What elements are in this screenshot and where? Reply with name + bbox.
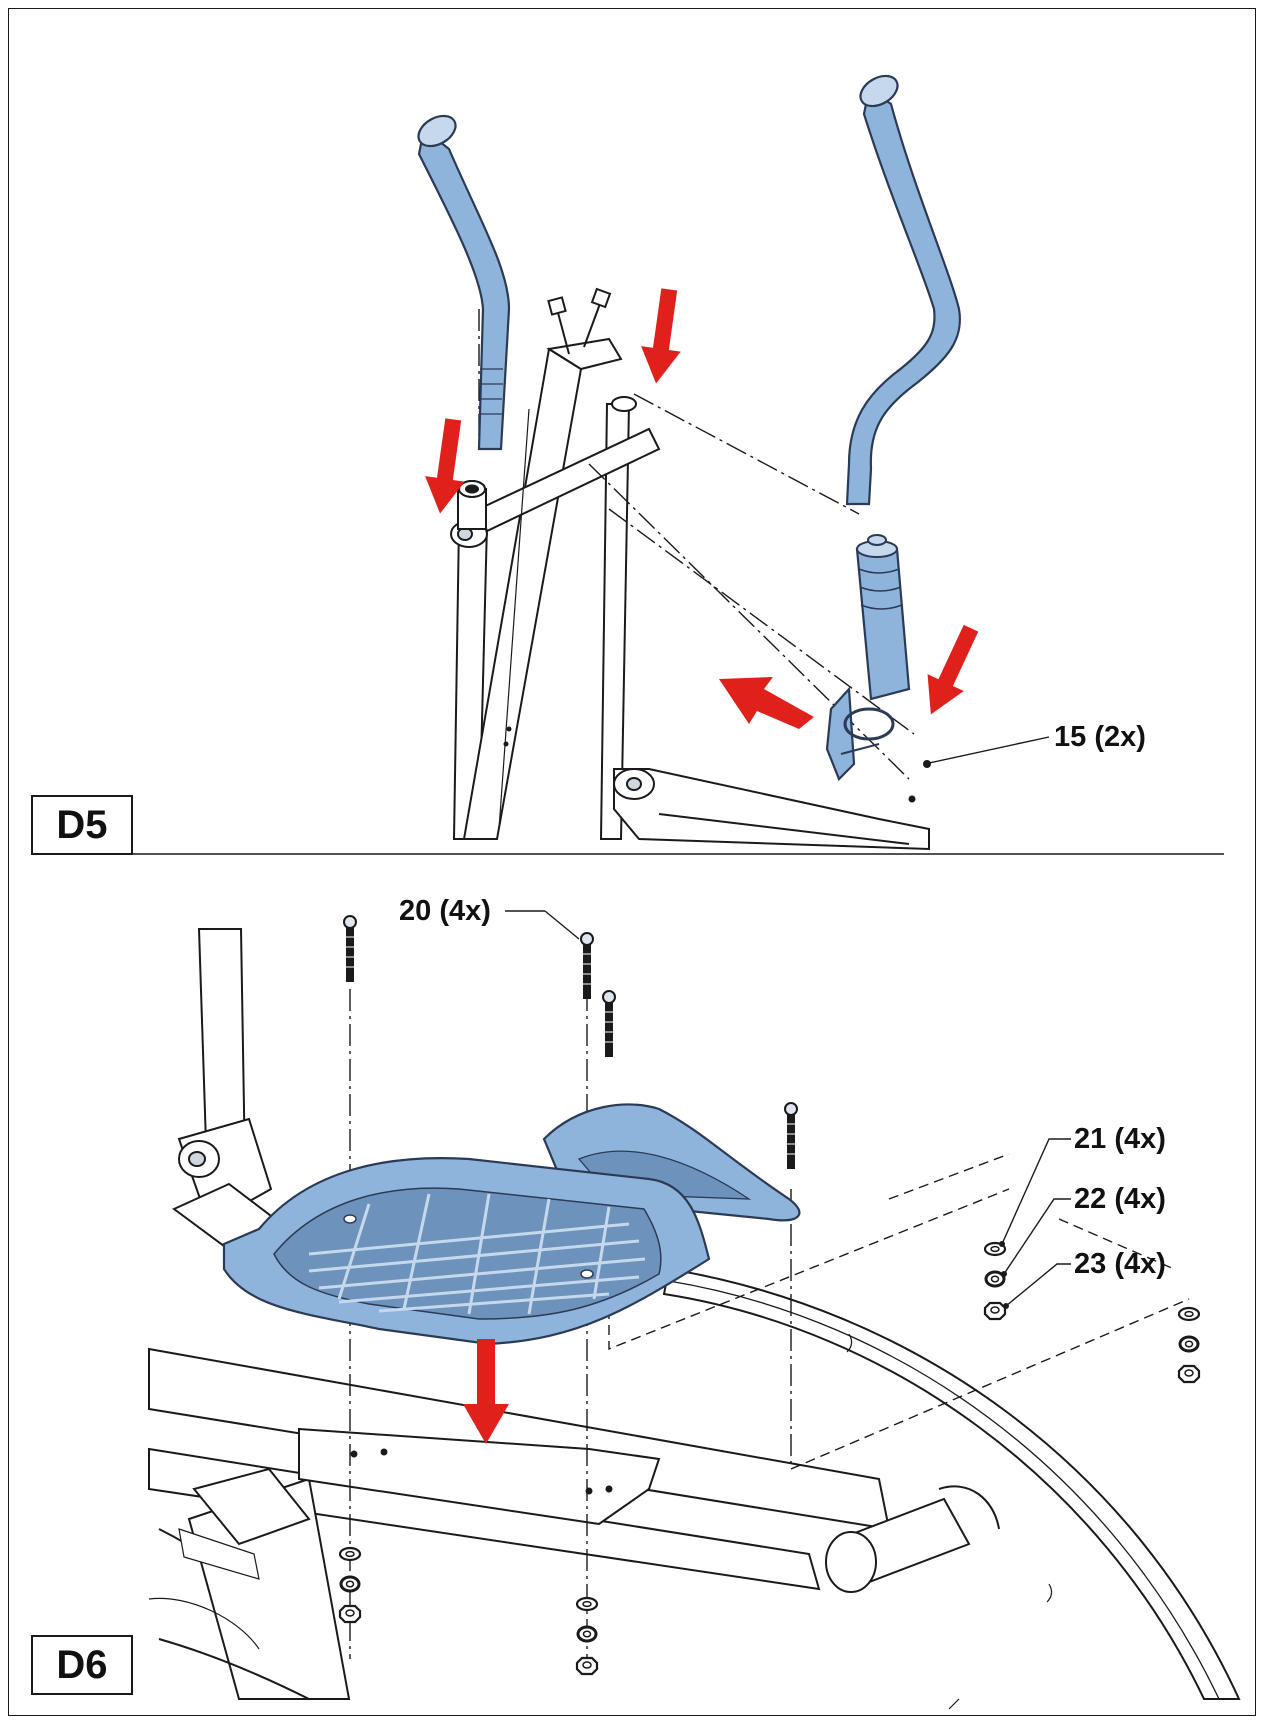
step-label-d5: D5 bbox=[31, 795, 133, 855]
assembly-illustrations bbox=[114, 74, 1241, 1710]
right-handlebar bbox=[845, 74, 961, 506]
step-d6-illustration bbox=[148, 910, 1241, 1710]
instruction-sheet: D5 D6 15 (2x) 20 (4x) 21 (4x) 22 (4x) 23… bbox=[8, 8, 1256, 1716]
callout-part-15: 15 (2x) bbox=[1054, 721, 1146, 753]
callout-part-20: 20 (4x) bbox=[399, 895, 491, 927]
direction-arrow-icon bbox=[463, 1339, 509, 1444]
callout-part-22: 22 (4x) bbox=[1074, 1183, 1166, 1215]
direction-arrow-icon bbox=[425, 288, 979, 729]
step-label-d6: D6 bbox=[31, 1635, 133, 1695]
callout-part-21: 21 (4x) bbox=[1074, 1123, 1166, 1155]
callout-part-23: 23 (4x) bbox=[1074, 1248, 1166, 1280]
bottle bbox=[855, 534, 911, 701]
left-handlebar bbox=[417, 114, 511, 451]
step-d5-illustration bbox=[114, 74, 1224, 855]
bottle-cage bbox=[825, 686, 895, 781]
left-pedal bbox=[222, 1157, 711, 1346]
